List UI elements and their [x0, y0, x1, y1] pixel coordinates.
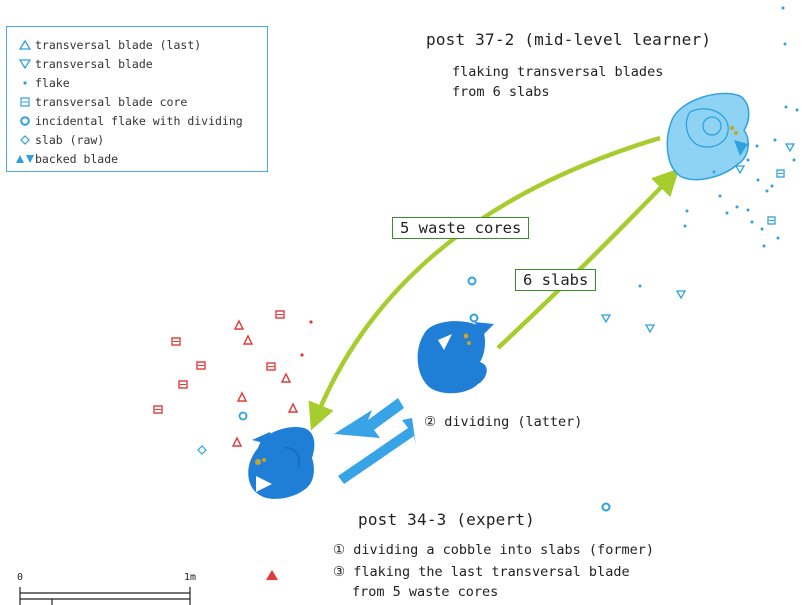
- slab-raw-mark: [197, 445, 207, 455]
- scale-bar: [19, 587, 191, 605]
- square-lined-icon: [15, 96, 35, 108]
- blade-core-mark: [171, 337, 181, 346]
- blade-core-mark: [767, 216, 776, 225]
- legend-item: transversal blade (last): [15, 35, 267, 54]
- transversal-blade-mark: [600, 314, 612, 324]
- transversal-blade-last-mark: [236, 391, 248, 402]
- expert-artefact-lines: [155, 314, 283, 410]
- expert-step-1: ① dividing a cobble into slabs (former): [333, 542, 654, 558]
- legend-label: slab (raw): [35, 132, 105, 147]
- blade-core-mark: [776, 169, 785, 178]
- learner-core-lines: [769, 173, 783, 221]
- transversal-blade-last-mark: [280, 372, 292, 383]
- slabs-arrow: [496, 168, 680, 350]
- legend-label: backed blade: [35, 151, 119, 166]
- expert-flakes: [266, 320, 313, 580]
- expert-incidental: [197, 411, 248, 455]
- transversal-blade-mark: [675, 290, 687, 300]
- transversal-blade-last-mark: [242, 334, 254, 345]
- learner-artefacts: [600, 143, 796, 334]
- scale-start-label: 0: [17, 572, 24, 583]
- legend-item: backed blade: [15, 149, 267, 168]
- legend-label: transversal blade (last): [35, 37, 202, 52]
- transversal-blade-mark: [734, 165, 746, 175]
- transversal-blade-mark: [644, 324, 656, 334]
- blade-core-mark: [275, 310, 285, 319]
- scale-end-label: 1m: [184, 572, 197, 583]
- legend-label: transversal blade core: [35, 94, 188, 109]
- circle-outline-icon: [15, 115, 35, 127]
- legend-item: transversal blade: [15, 54, 267, 73]
- triangle-up-outline-icon: [15, 39, 35, 51]
- transversal-blade-last-mark: [233, 319, 245, 330]
- legend-item: flake: [15, 73, 267, 92]
- waste-cores-label: 5 waste cores: [392, 217, 530, 239]
- triangle-down-outline-icon: [15, 58, 35, 70]
- expert-step-3a: ③ flaking the last transversal blade: [333, 564, 630, 580]
- expert-figure-dividing: [417, 321, 494, 394]
- legend-label: flake: [35, 75, 70, 90]
- legend-label: transversal blade: [35, 56, 153, 71]
- incidental-flakes: [467, 276, 611, 512]
- blade-core-mark: [153, 405, 163, 414]
- dividing-arrow-right: [338, 418, 416, 484]
- legend-item: transversal blade core: [15, 92, 267, 111]
- expert-title: post 34-3 (expert): [358, 510, 535, 529]
- filled-triangles-icon: [15, 153, 35, 165]
- dividing-label: ② dividing (latter): [424, 414, 583, 430]
- learner-flakes: [638, 6, 799, 288]
- expert-step-3b: from 5 waste cores: [352, 584, 499, 600]
- expert-artefacts: [153, 310, 299, 447]
- blade-core-mark: [178, 380, 188, 389]
- blade-core-mark: [266, 362, 276, 371]
- learner-title: post 37-2 (mid-level learner): [426, 30, 712, 49]
- legend-box: transversal blade (last) transversal bla…: [6, 26, 268, 172]
- legend-item: incidental flake with dividing: [15, 111, 267, 130]
- legend-item: slab (raw): [15, 130, 267, 149]
- waste-cores-arrow: [308, 135, 661, 431]
- legend-label: incidental flake with dividing: [35, 113, 243, 128]
- blade-core-mark: [196, 361, 206, 370]
- learner-line-1: flaking transversal blades: [452, 64, 664, 80]
- backed-blade-mark: [266, 570, 278, 580]
- transversal-blade-last-mark: [287, 402, 299, 413]
- transversal-blade-mark: [784, 143, 796, 153]
- diamond-outline-icon: [15, 134, 35, 146]
- dot-icon: [15, 77, 35, 89]
- slabs-label: 6 slabs: [515, 269, 597, 291]
- dividing-arrow-left: [334, 398, 404, 438]
- transversal-blade-last-mark: [231, 436, 243, 447]
- learner-line-2: from 6 slabs: [452, 84, 550, 100]
- expert-figure-main: [248, 426, 315, 499]
